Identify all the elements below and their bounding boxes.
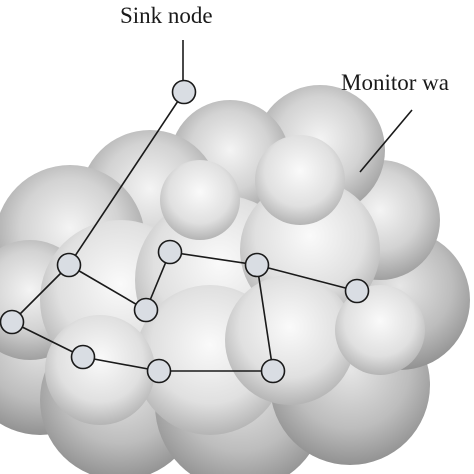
sensor-node [133,297,159,323]
link-n3-n4 [82,356,160,372]
sensor-node [70,344,96,370]
link-n9-n4 [256,264,274,372]
sink-node-label: Sink node [120,3,213,28]
monitor-area-label: Monitor wa [341,70,449,95]
sensor-node [260,358,286,384]
link-n7-n8 [169,251,258,266]
monitor-area-cloud [0,85,470,474]
sensor-node [0,309,25,335]
sensor-node [56,252,82,278]
sensor-node [344,278,370,304]
network-links [11,91,358,372]
monitor-area-leader-line [359,109,413,173]
sensor-nodes [0,79,370,384]
sensor-node [157,239,183,265]
link-n2-n3 [11,321,84,358]
link-n8-n9 [256,264,358,292]
sensor-node [146,358,172,384]
link-sink-n1 [68,91,185,266]
link-n1-n6 [68,264,147,311]
link-n1-n2 [11,264,70,323]
sensor-node [244,252,270,278]
sink-node [171,79,197,105]
